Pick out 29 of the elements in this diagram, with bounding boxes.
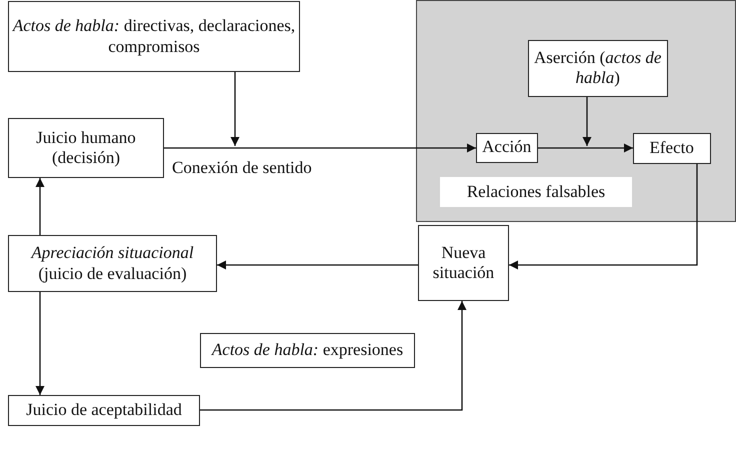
assertion-box [528,40,668,97]
action-box [476,132,538,163]
appraisal-box [8,235,217,292]
arrow [230,72,240,146]
acceptability-box [8,395,200,426]
arrow [36,292,44,395]
node-text: Apreciación situacional (juicio de evaluación) [30,243,195,284]
node-text: Juicio humano (decisión) [35,128,137,168]
arrow [582,97,592,146]
arrow [164,144,476,152]
panel-caption: Relaciones falsables [440,177,632,208]
node-text: Acción [482,137,532,158]
node-text: Actos de habla: directivas, declaraciones, compromisos [11,16,296,57]
effect-box [632,132,711,164]
node-text: Juicio de aceptabilidad [26,400,182,421]
decision-box [8,118,164,178]
shaded-panel [416,0,736,222]
arrow [217,260,418,270]
arrow [509,164,698,270]
node-text: Efecto [650,138,694,158]
speech-acts-box [200,333,415,368]
situation-box [418,225,509,301]
speech-acts-box [8,1,300,72]
node-text: Nueva situación [432,242,496,284]
node-text: Actos de habla: expresiones [212,340,404,361]
node-text: Aserción (actos de habla) [532,48,662,89]
arrow [36,178,44,235]
arrow [538,144,633,152]
arrow [200,301,466,411]
